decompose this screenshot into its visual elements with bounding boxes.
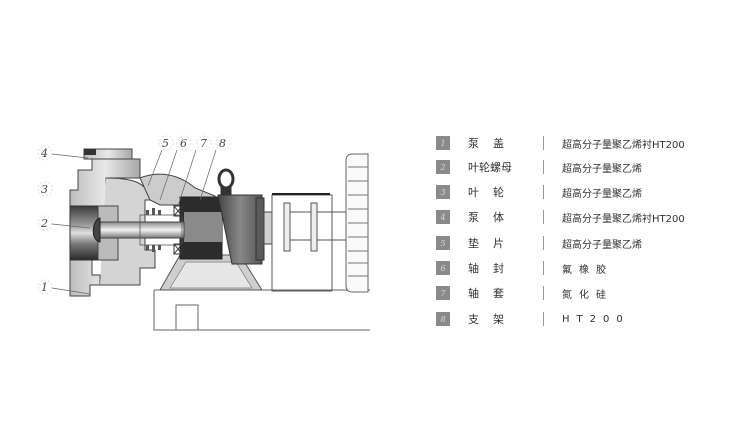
part-number-badge: 5 <box>436 236 450 250</box>
coupling <box>271 193 348 292</box>
part-name: 支架 <box>468 313 518 326</box>
part-name: 轴封 <box>468 262 518 275</box>
part-material: 超高分子量聚乙烯衬HT200 <box>562 139 685 151</box>
baseplate <box>153 289 370 331</box>
motor <box>345 153 369 293</box>
part-material: 超高分子量聚乙烯衬HT200 <box>562 213 685 225</box>
part-number-badge: 7 <box>436 286 450 300</box>
legend-row: 4 泵体 超高分子量聚乙烯衬HT200 <box>436 209 685 225</box>
part-material: 超高分子量聚乙烯 <box>562 239 642 251</box>
part-number-badge: 2 <box>436 160 450 174</box>
separator <box>543 185 544 199</box>
part-name: 泵体 <box>468 211 518 224</box>
callout-3: 3 <box>41 183 48 196</box>
callout-labels: 4 3 2 1 5 6 7 8 <box>37 135 231 295</box>
separator <box>543 236 544 250</box>
part-material: 氮化硅 <box>562 289 613 301</box>
part-material: HT200 <box>562 313 630 325</box>
part-name: 轴套 <box>468 287 518 300</box>
part-number-badge: 6 <box>436 261 450 275</box>
legend-row: 7 轴套 氮化硅 <box>436 285 606 301</box>
separator <box>543 312 544 326</box>
part-material: 超高分子量聚乙烯 <box>562 163 642 175</box>
callout-5: 5 <box>162 137 169 150</box>
legend-row: 8 支架 HT200 <box>436 311 623 327</box>
separator <box>543 261 544 275</box>
bearing-housing <box>179 194 273 265</box>
part-number-badge: 1 <box>436 136 450 150</box>
callout-7: 7 <box>200 137 207 150</box>
callout-6: 6 <box>180 137 187 150</box>
impeller-nut <box>92 217 101 243</box>
callout-2: 2 <box>40 217 48 230</box>
part-name: 叶轮 <box>468 186 518 199</box>
callout-1: 1 <box>41 281 48 294</box>
part-name: 垫片 <box>468 237 518 250</box>
callout-leaders <box>51 149 217 295</box>
part-number-badge: 8 <box>436 312 450 326</box>
legend-row: 3 叶轮 超高分子量聚乙烯 <box>436 184 642 200</box>
part-material: 氟橡胶 <box>562 264 613 276</box>
separator <box>543 210 544 224</box>
part-material: 超高分子量聚乙烯 <box>562 188 642 200</box>
legend-row: 6 轴封 氟橡胶 <box>436 260 606 276</box>
part-name: 泵盖 <box>468 137 518 150</box>
part-number-badge: 3 <box>436 185 450 199</box>
shaft <box>99 205 185 255</box>
legend-row: 1 泵盖 超高分子量聚乙烯衬HT200 <box>436 135 685 151</box>
legend-row: 2 叶轮螺母 超高分子量聚乙烯 <box>436 159 642 175</box>
callout-8: 8 <box>219 137 226 150</box>
callout-4: 4 <box>40 147 48 160</box>
separator <box>543 136 544 150</box>
separator <box>543 286 544 300</box>
lifting-ring <box>217 168 235 195</box>
part-number-badge: 4 <box>436 210 450 224</box>
part-name: 叶轮螺母 <box>468 161 512 174</box>
legend-row: 5 垫片 超高分子量聚乙烯 <box>436 235 642 251</box>
separator <box>543 160 544 174</box>
